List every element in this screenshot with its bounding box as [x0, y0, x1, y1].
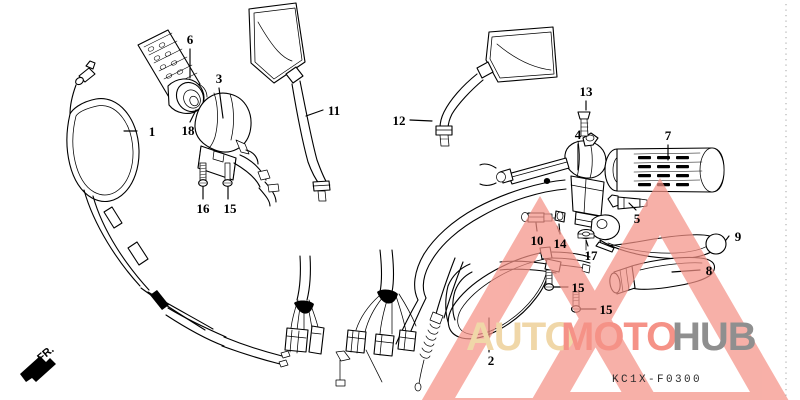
callout-15-upper-right: 15: [572, 280, 586, 295]
callout-9: 9: [735, 229, 742, 244]
callout-16: 16: [197, 201, 211, 216]
callout-12: 12: [393, 113, 406, 128]
front-direction-label: FR.: [35, 344, 56, 365]
part-1-throttle-cable: [66, 60, 291, 368]
callout-18: 18: [182, 123, 196, 138]
callout-13: 13: [580, 84, 594, 99]
screws-16-15-left: [198, 162, 233, 187]
callout-2: 2: [488, 353, 495, 368]
part-code-label: KC1X-F0300: [612, 374, 702, 386]
callout-14: 14: [554, 236, 568, 251]
callout-6: 6: [187, 32, 194, 47]
callout-10: 10: [531, 233, 544, 248]
callout-1: 1: [149, 124, 156, 139]
front-direction-arrow: [20, 356, 56, 382]
callout-17: 17: [585, 248, 599, 263]
part-3-left-switch: [194, 92, 280, 207]
part-11-left-mirror: [248, 2, 331, 202]
callout-8: 8: [706, 263, 713, 278]
callout-15-left: 15: [224, 201, 238, 216]
part-12-right-mirror: [435, 26, 558, 147]
part-13-bolt: [577, 111, 591, 137]
callout-4: 4: [575, 127, 582, 142]
part-6-left-grip: [137, 29, 208, 114]
wiring-harness: [284, 249, 417, 387]
callout-3: 3: [216, 71, 223, 86]
callout-5: 5: [634, 211, 641, 226]
callout-11: 11: [328, 103, 340, 118]
callout-7: 7: [665, 128, 672, 143]
callout-15-lower-right: 15: [600, 302, 614, 317]
